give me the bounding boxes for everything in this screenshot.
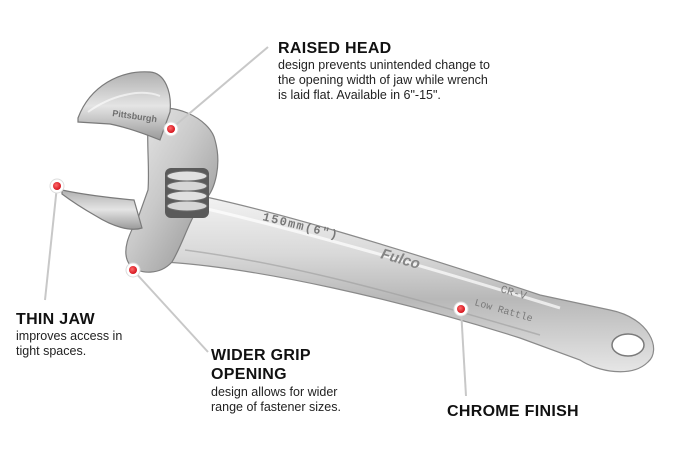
wrench-handle [164, 189, 655, 373]
thin-jaw-desc-line: improves access in [16, 329, 123, 343]
worm-gear-icon [165, 168, 209, 218]
raised-head-desc-line: is laid flat. Available in 6"-15". [278, 88, 441, 102]
leader-chrome-finish [460, 308, 467, 397]
raised-head-description: design prevents unintended change to the… [278, 58, 490, 103]
wider-grip-description: design allows for wider range of fastene… [211, 385, 341, 415]
raised-head-desc-line: the opening width of jaw while wrench [278, 73, 488, 87]
raised-head-desc-line: design prevents unintended change to [278, 58, 490, 72]
wider-grip-title: WIDER GRIP OPENING [211, 346, 311, 384]
hanging-hole [611, 333, 645, 357]
chrome-finish-title: CHROME FINISH [447, 403, 579, 420]
thin-jaw-desc-line: tight spaces. [16, 344, 87, 358]
leader-wider-grip [132, 269, 209, 353]
marker-thin-jaw [49, 178, 65, 194]
wider-grip-title-line: OPENING [211, 366, 287, 383]
wider-grip-desc-line: design allows for wider [211, 385, 338, 399]
fixed-jaw [77, 71, 171, 141]
thin-jaw-description: improves access in tight spaces. [16, 329, 122, 359]
leader-raised-head [170, 46, 269, 130]
marker-wider-grip [125, 262, 141, 278]
wider-grip-desc-line: range of fastener sizes. [211, 400, 341, 414]
raised-head-title: RAISED HEAD [278, 40, 392, 57]
leader-thin-jaw [44, 185, 58, 301]
wider-grip-title-line: WIDER GRIP [211, 347, 311, 364]
marker-chrome-finish [453, 301, 469, 317]
marker-raised-head [163, 121, 179, 137]
thin-movable-jaw [61, 189, 143, 230]
thin-jaw-title: THIN JAW [16, 311, 95, 328]
